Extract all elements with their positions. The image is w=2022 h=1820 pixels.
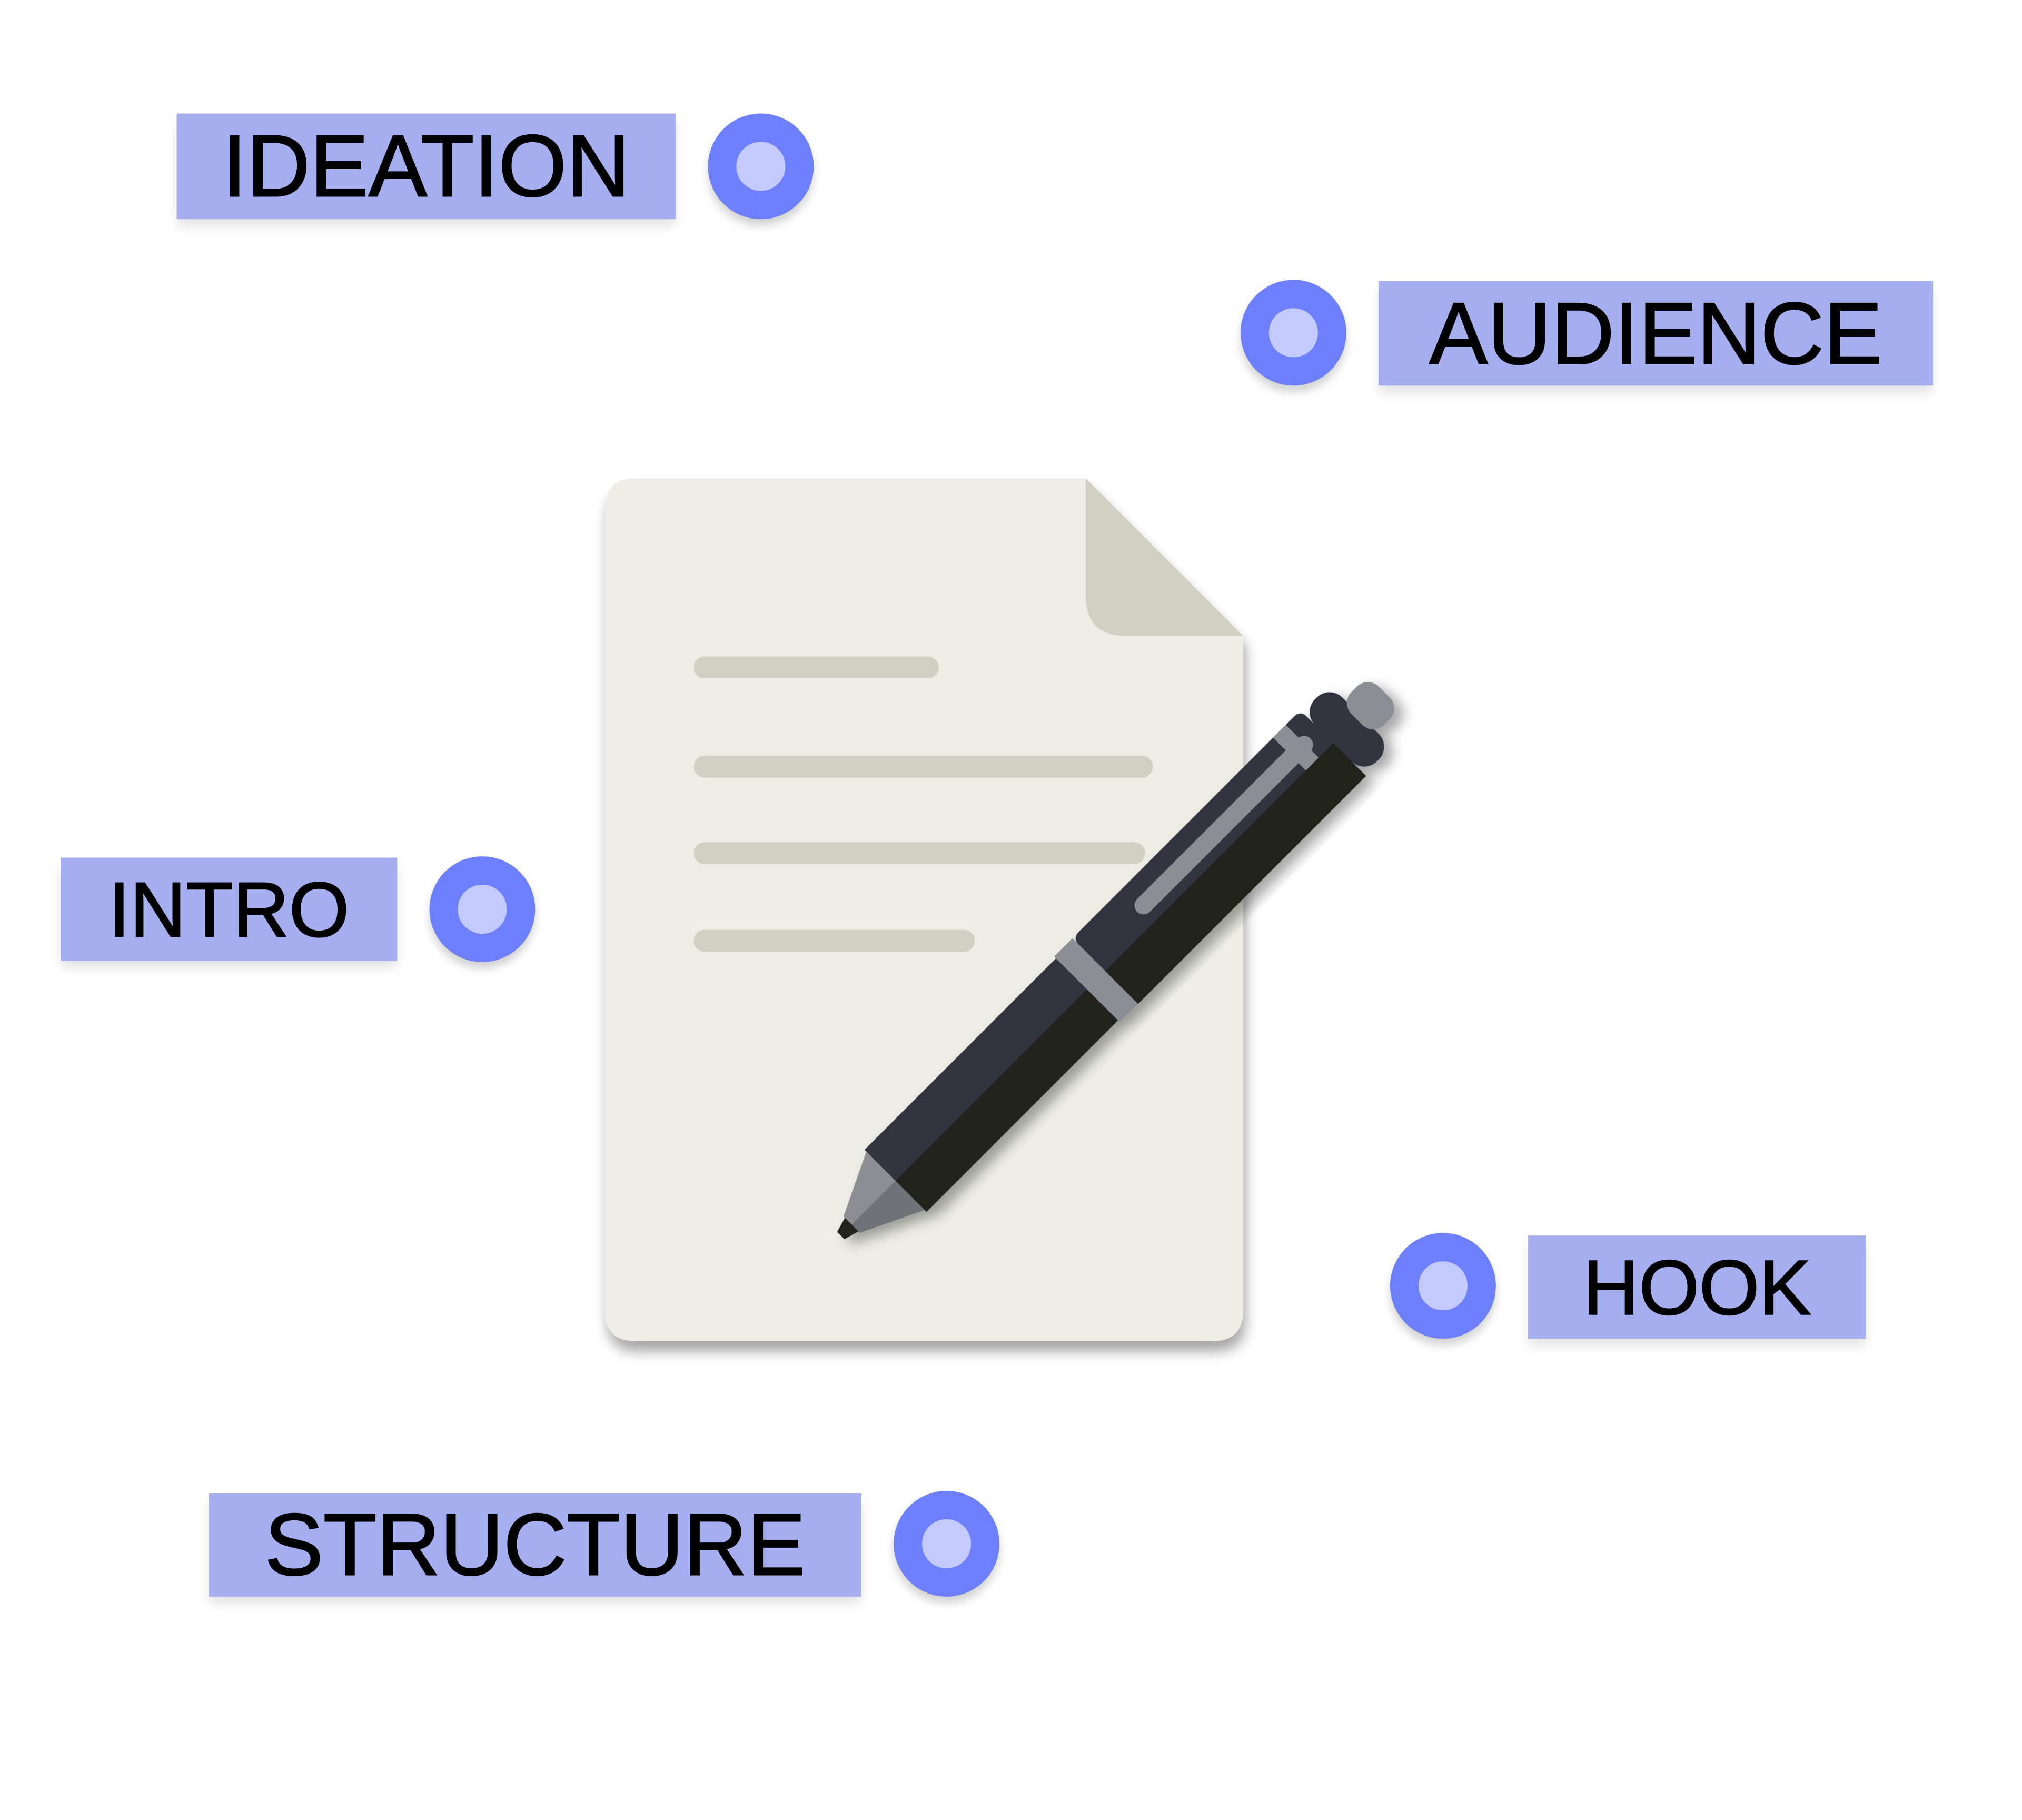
text-line xyxy=(693,656,939,679)
label-structure: STRUCTURE xyxy=(209,1493,861,1597)
node-dot-ideation[interactable] xyxy=(708,113,814,220)
dot-center xyxy=(922,1519,971,1568)
label-hook: HOOK xyxy=(1528,1235,1866,1339)
dot-center xyxy=(458,885,507,934)
label-intro: INTRO xyxy=(61,857,398,961)
node-dot-audience[interactable] xyxy=(1240,280,1346,386)
node-dot-structure[interactable] xyxy=(894,1491,999,1597)
label-audience: AUDIENCE xyxy=(1378,281,1934,386)
dot-center xyxy=(736,142,786,191)
node-dot-intro[interactable] xyxy=(429,856,536,962)
dot-center xyxy=(1419,1261,1468,1310)
label-ideation: IDEATION xyxy=(176,113,676,220)
node-dot-hook[interactable] xyxy=(1390,1233,1496,1339)
dot-center xyxy=(1269,308,1318,358)
pen-icon xyxy=(837,682,1394,1240)
page-fold-icon xyxy=(1086,478,1243,636)
text-line xyxy=(693,756,1153,778)
text-line xyxy=(693,929,975,952)
text-line xyxy=(693,842,1145,864)
